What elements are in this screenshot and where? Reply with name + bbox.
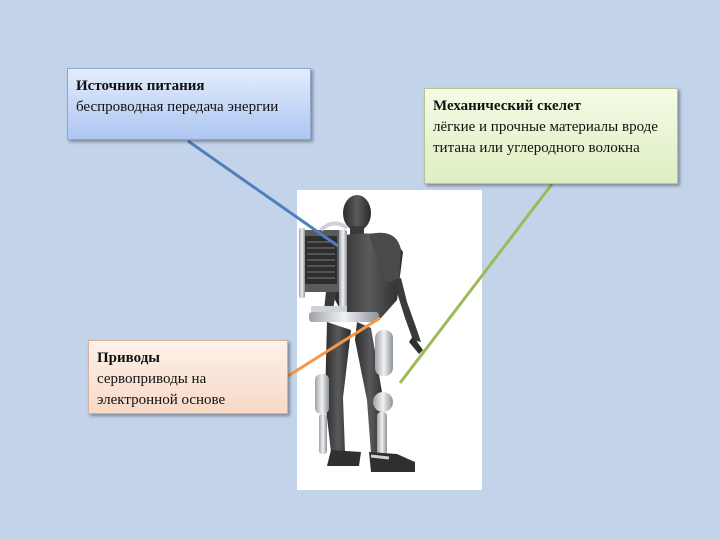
mechanical-skeleton-callout: Механический скелет лёгкие и прочные мат… (424, 88, 678, 184)
drives-title: Приводы (97, 348, 279, 369)
exoskeleton-image (297, 190, 482, 490)
drives-callout: Приводы сервоприводы на электронной осно… (88, 340, 288, 414)
power-source-description: беспроводная передача энергии (76, 97, 302, 118)
mechanical-skeleton-description: лёгкие и прочные материалы вроде титана … (433, 117, 669, 159)
drives-description: сервоприводы на электронной основе (97, 369, 279, 411)
mechanical-skeleton-title: Механический скелет (433, 96, 669, 117)
power-source-title: Источник питания (76, 76, 302, 97)
power-source-callout: Источник питания беспроводная передача э… (67, 68, 311, 140)
